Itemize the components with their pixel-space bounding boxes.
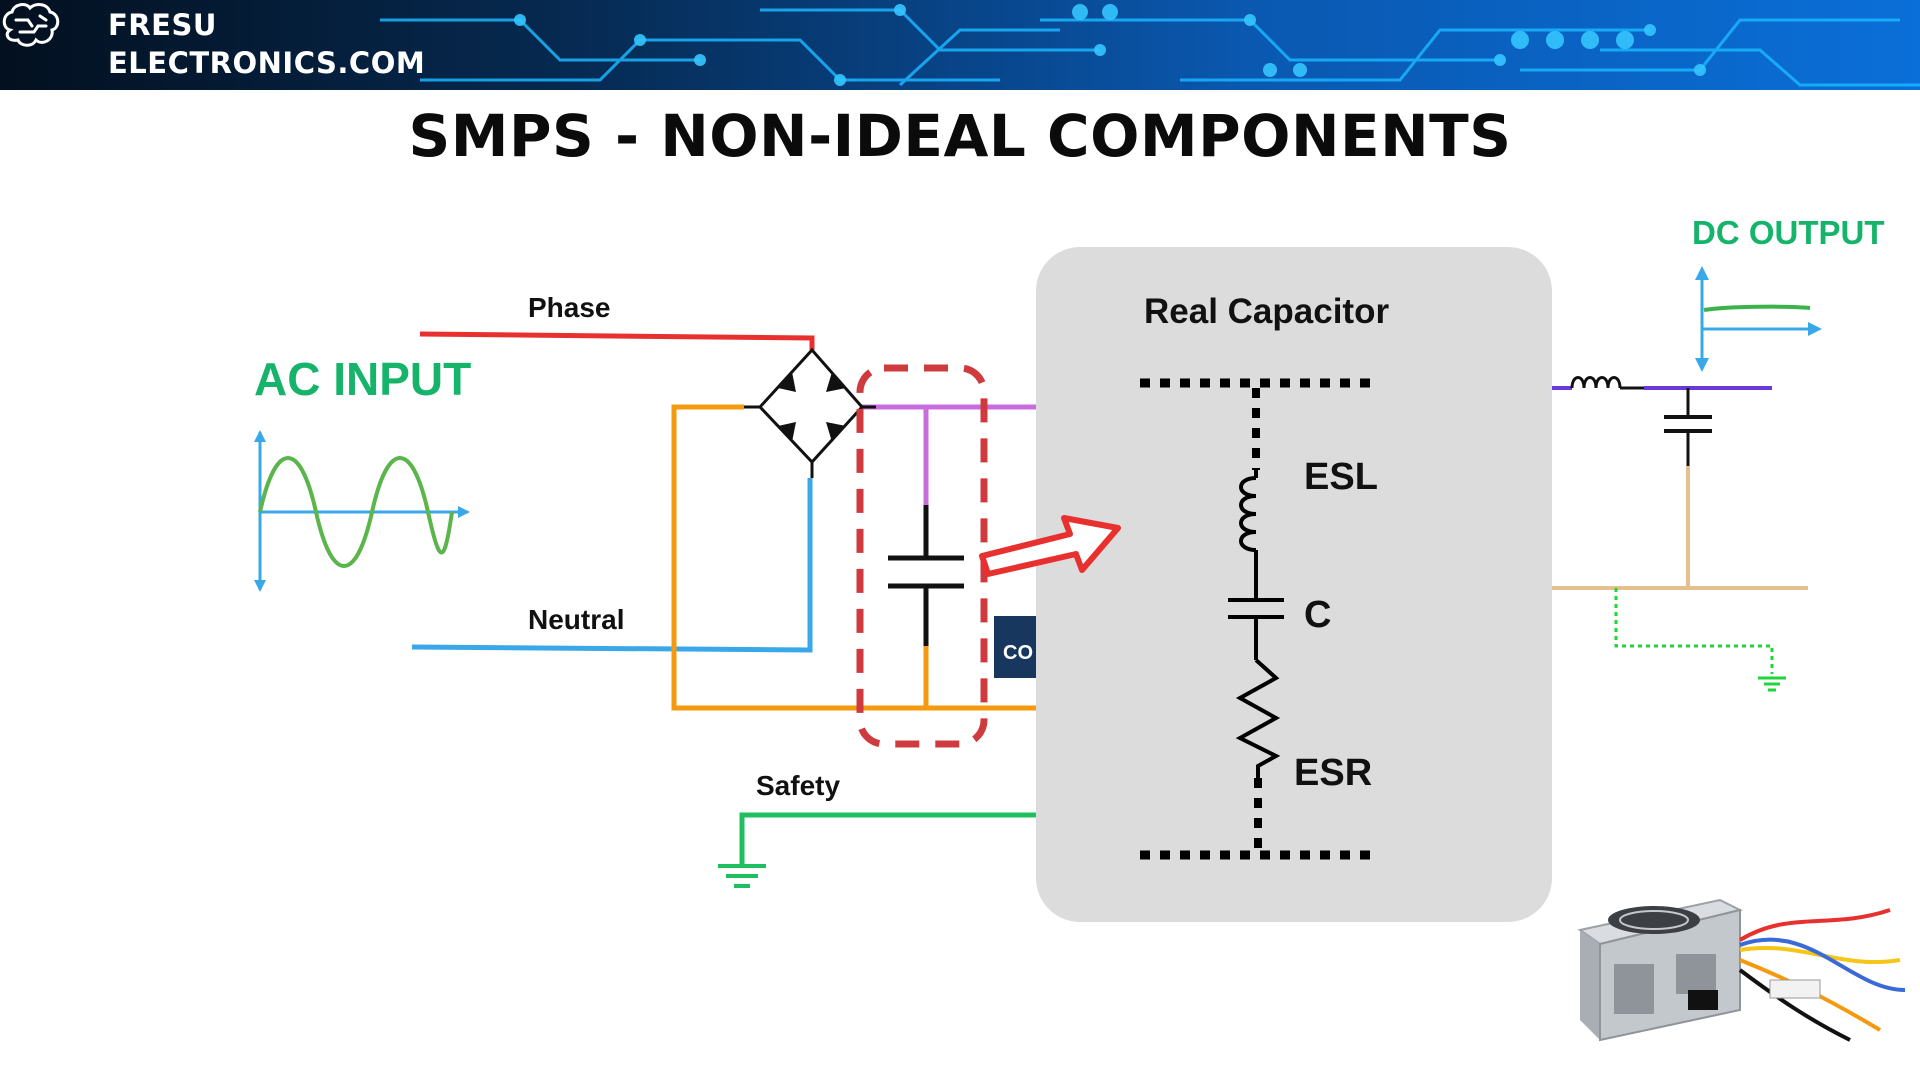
dc-output-label: DC OUTPUT — [1692, 214, 1885, 251]
real-capacitor-title: Real Capacitor — [1144, 292, 1390, 331]
real-capacitor-model — [1140, 378, 1380, 860]
header-banner: FRESU ELECTRONICS.COM — [0, 0, 1920, 90]
neutral-label: Neutral — [528, 604, 625, 635]
phase-label: Phase — [528, 292, 611, 323]
safety-label: Safety — [756, 770, 841, 801]
brand-line1: FRESU — [108, 8, 217, 42]
phase-wire — [419, 331, 815, 350]
real-capacitor-panel — [1036, 247, 1552, 922]
safety-wire — [739, 812, 1036, 864]
circuit-board-background — [380, 4, 1920, 87]
page-title: SMPS - NON-IDEAL COMPONENTS — [408, 102, 1512, 170]
ground-symbol — [718, 864, 766, 888]
output-section — [1552, 266, 1822, 692]
power-supply-unit-image — [1577, 898, 1906, 1042]
c-label: C — [1304, 594, 1332, 636]
esr-label: ESR — [1294, 752, 1373, 794]
ac-input-label: AC INPUT — [254, 353, 472, 405]
orange-wire — [671, 404, 1036, 711]
brain-circuit-icon — [2, 3, 60, 47]
neutral-wire — [411, 478, 813, 653]
ac-sine-wave — [254, 430, 470, 592]
badge-text: CO — [1003, 642, 1033, 664]
red-arrow-icon — [979, 515, 1121, 577]
input-capacitor-symbol — [888, 505, 964, 646]
brand-line2: ELECTRONICS.COM — [108, 46, 426, 80]
partial-badge: CO — [994, 616, 1036, 678]
bridge-rectifier — [744, 347, 876, 478]
esl-label: ESL — [1304, 456, 1378, 498]
brand-name: FRESU ELECTRONICS.COM — [108, 6, 425, 82]
